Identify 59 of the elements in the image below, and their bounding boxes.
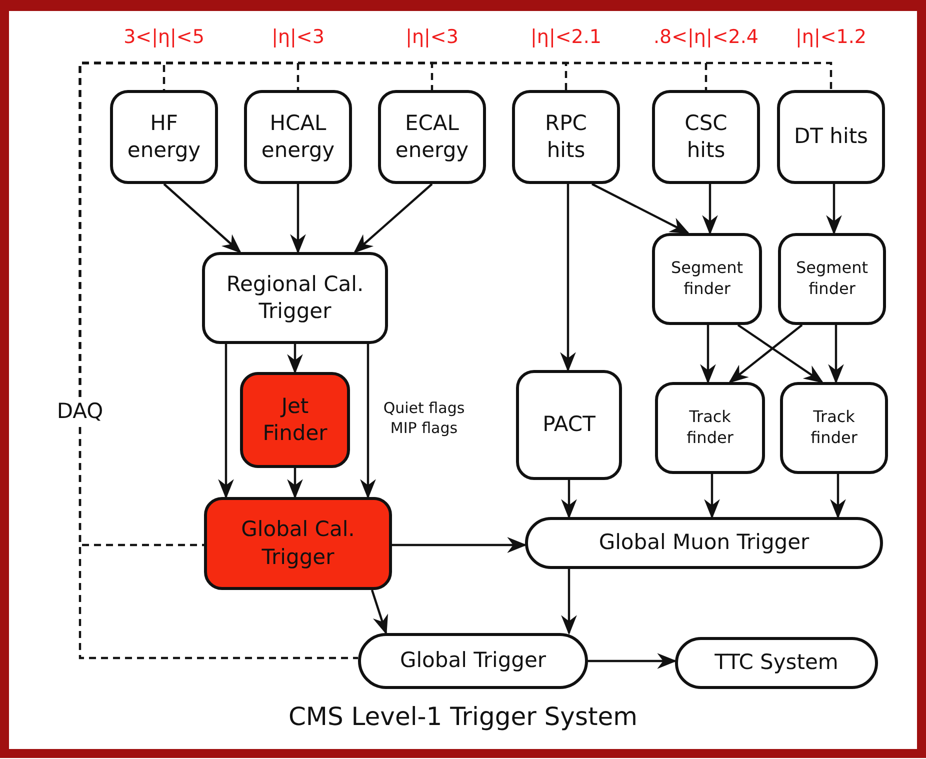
box-label: Global Muon Trigger [598, 529, 810, 556]
dashed-connector [78, 427, 358, 660]
arrow [560, 184, 576, 372]
arrow [828, 325, 844, 384]
box-label: PACT [542, 411, 596, 438]
box-label: ECAL energy [394, 110, 470, 164]
process-box [780, 382, 888, 474]
process-box [652, 233, 762, 325]
process-box [202, 252, 388, 344]
arrow [588, 653, 677, 669]
process-box [778, 233, 886, 325]
arrow [360, 344, 376, 499]
arrow [290, 184, 306, 254]
node-label: DAQ [50, 397, 110, 427]
box-label: Global Cal. Trigger [240, 516, 356, 570]
arrow [392, 537, 527, 553]
arrow [354, 183, 433, 254]
box-label: Track finder [686, 407, 734, 449]
box-label: Track finder [810, 407, 858, 449]
box-label: HCAL energy [260, 110, 336, 164]
eta-range-label: |η|<2.1 [530, 25, 602, 50]
box-label: Segment finder [795, 258, 869, 300]
process-box [525, 517, 883, 569]
process-box [655, 382, 765, 474]
arrow [704, 474, 720, 519]
box-label: HF energy [126, 110, 202, 164]
arrow [737, 324, 824, 384]
arrow [702, 184, 718, 235]
arrow [826, 184, 842, 235]
arrow [561, 569, 577, 635]
arrow [218, 344, 234, 499]
box-label: Regional Cal. Trigger [225, 270, 365, 325]
process-box [516, 370, 622, 480]
arrow [163, 183, 242, 254]
box-label: RPC hits [544, 110, 588, 164]
process-box [204, 497, 392, 590]
process-box [675, 637, 878, 689]
box-label: Segment finder [670, 258, 744, 300]
arrow [830, 474, 846, 519]
eta-range-label: |η|<3 [406, 25, 458, 50]
eta-range-label: 3<|η|<5 [124, 25, 204, 50]
box-label: CSC hits [684, 110, 728, 164]
eta-range-label: |η|<1.2 [796, 25, 866, 50]
arrow [287, 468, 303, 499]
arrow [370, 590, 388, 635]
box-label: DT hits [793, 123, 869, 150]
arrow [561, 480, 577, 519]
box-label: TTC System [714, 649, 840, 676]
arrow [592, 183, 690, 234]
arrow [287, 344, 303, 374]
box-label: Jet Finder [262, 392, 328, 447]
process-box [240, 372, 350, 468]
diagram-title: CMS Level-1 Trigger System [287, 702, 639, 731]
box-label: Global Trigger [398, 647, 548, 674]
arrow [700, 325, 716, 384]
eta-range-label: .8<|η|<2.4 [653, 25, 759, 50]
dashed-connector [78, 62, 832, 397]
arrow [728, 324, 803, 384]
eta-range-label: |η|<3 [272, 25, 324, 50]
